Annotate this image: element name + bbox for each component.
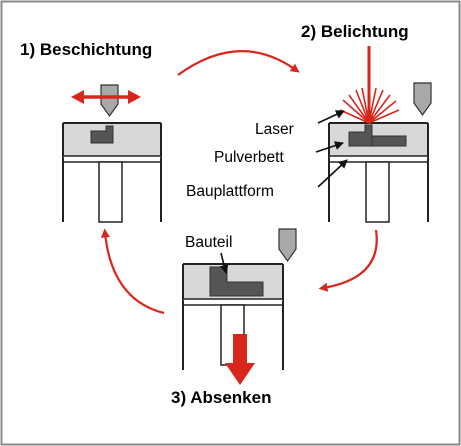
part-label: Bauteil [185, 234, 232, 251]
powder-bed-label: Pulverbett [214, 149, 284, 166]
piston-2 [365, 161, 390, 223]
piston-1 [98, 161, 123, 223]
move-right-arrow-icon [128, 90, 141, 104]
laser-beam-icon [339, 46, 400, 124]
build-platform-1 [62, 155, 162, 163]
recoater-nozzle-icon [413, 82, 432, 117]
recoater-nozzle-icon [100, 84, 119, 118]
step-3-lowering-title: 3) Absenken [171, 388, 271, 407]
build-platform-3 [182, 298, 284, 306]
step-1-coating-title: 1) Beschichtung [20, 40, 152, 59]
powder-bed-callout-arrow [315, 141, 344, 153]
build-platform-callout-arrow [317, 159, 348, 188]
cycle-arrow-1-to-2 [177, 50, 300, 76]
recoater-nozzle-icon [278, 228, 297, 263]
build-platform-2 [328, 155, 429, 163]
move-left-arrow-icon [71, 90, 84, 104]
part-1 [90, 125, 114, 144]
cycle-arrows [100, 50, 378, 315]
step-2-exposure-title: 2) Belichtung [301, 22, 409, 41]
cycle-arrow-3-to-1 [100, 228, 165, 315]
cycle-arrow-2-to-3 [318, 229, 378, 292]
laser-label: Laser [255, 121, 294, 138]
machine-lowering [182, 228, 297, 385]
laser-callout-arrow [317, 110, 345, 124]
build-platform-label: Bauplattform [186, 183, 274, 200]
lower-down-arrow-icon [225, 334, 255, 385]
part-2 [348, 124, 373, 147]
part-callout-arrow [219, 252, 229, 274]
machine-exposure [328, 46, 432, 223]
machine-coating [62, 84, 162, 223]
